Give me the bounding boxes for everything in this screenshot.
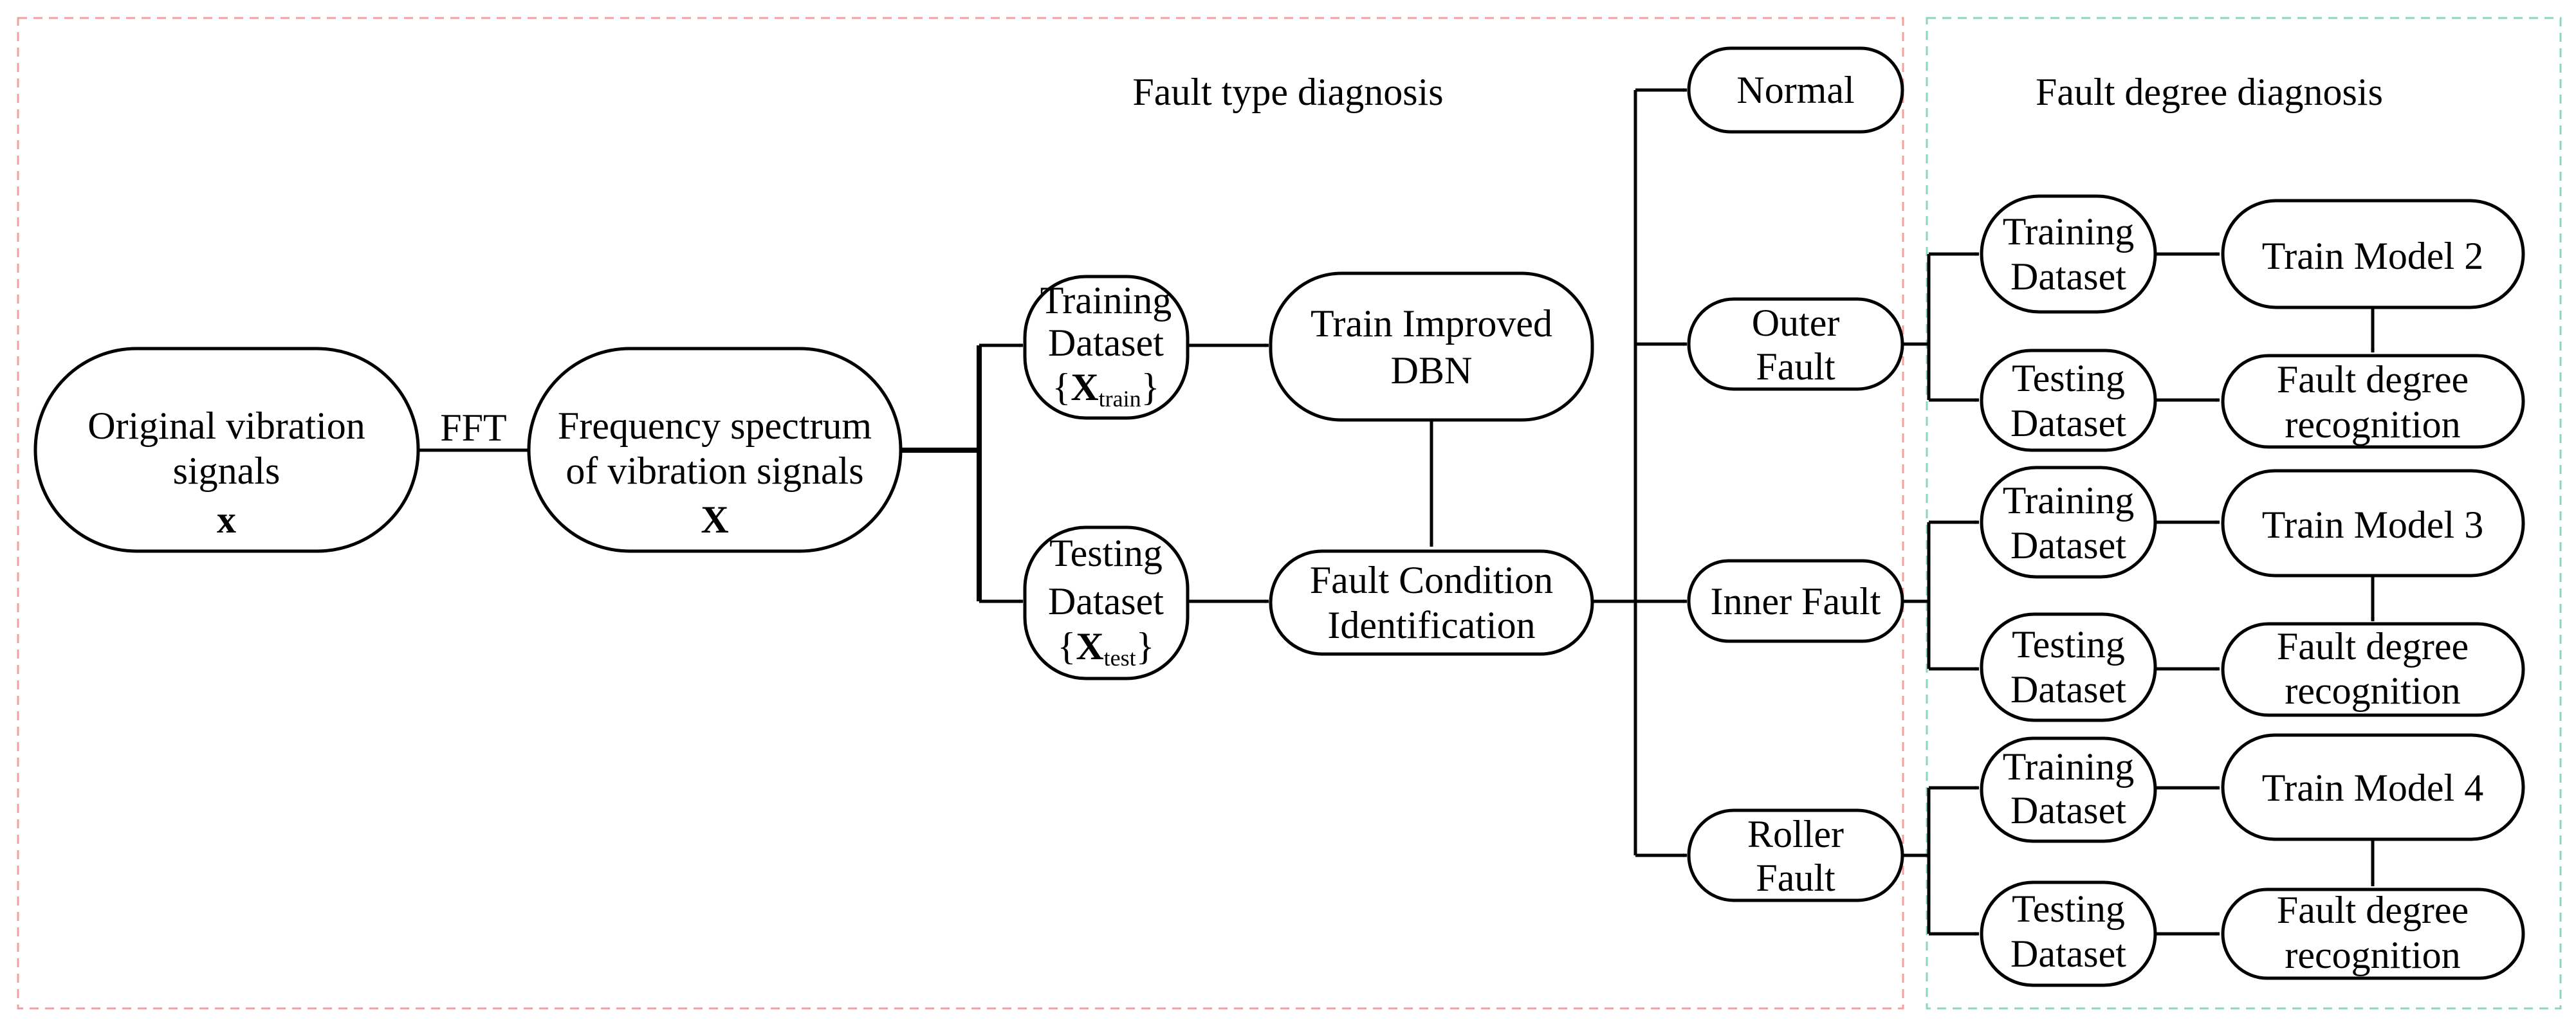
g4-testing-line1: Testing bbox=[2012, 888, 2125, 930]
g4-recognition-line1: Fault degree bbox=[2277, 889, 2469, 931]
g3-testing-line2: Dataset bbox=[2010, 668, 2126, 711]
roller-fault-line1: Roller bbox=[1747, 813, 1844, 855]
g2-testing-line1: Testing bbox=[2012, 357, 2125, 399]
g2-recognition-line2: recognition bbox=[2285, 403, 2460, 446]
g4-training-line1: Training bbox=[2003, 745, 2135, 788]
frequency-spectrum-node: Frequency spectrum of vibration signals … bbox=[527, 347, 903, 553]
g4-recognition-line2: recognition bbox=[2285, 934, 2460, 976]
g3-recognition-line1: Fault degree bbox=[2277, 625, 2469, 668]
g4-fault-degree-recognition-node: Fault degree recognition bbox=[2221, 888, 2525, 980]
roller-fault-line2: Fault bbox=[1756, 857, 1835, 899]
fault-degree-region bbox=[1926, 17, 2562, 1010]
original-signals-symbol: x bbox=[217, 498, 236, 541]
fault-type-title: Fault type diagnosis bbox=[1132, 71, 1443, 113]
outer-fault-line1: Outer bbox=[1752, 302, 1840, 344]
g4-train-model-label: Train Model 4 bbox=[2262, 767, 2483, 809]
training-dataset-line1: Training bbox=[1040, 279, 1172, 322]
fault-condition-identification-node: Fault Condition Identification bbox=[1269, 549, 1594, 656]
g3-recognition-line2: recognition bbox=[2285, 669, 2460, 712]
g3-training-line1: Training bbox=[2003, 479, 2135, 522]
g4-training-line2: Dataset bbox=[2010, 789, 2126, 832]
normal-node: Normal bbox=[1687, 46, 1904, 134]
g2-train-model-label: Train Model 2 bbox=[2262, 235, 2483, 277]
original-signals-line1: Original vibration bbox=[87, 405, 365, 447]
g2-recognition-line1: Fault degree bbox=[2277, 358, 2469, 401]
fault-degree-title: Fault degree diagnosis bbox=[2036, 71, 2383, 113]
training-set-notation: {Xtrain} bbox=[1053, 366, 1160, 412]
train-dbn-line2: DBN bbox=[1391, 349, 1473, 392]
testing-dataset-line1: Testing bbox=[1049, 532, 1163, 574]
g3-train-model-label: Train Model 3 bbox=[2262, 504, 2483, 546]
outer-fault-line2: Fault bbox=[1756, 345, 1835, 388]
g4-training-dataset-node: Training Dataset bbox=[1980, 736, 2157, 843]
g3-testing-line1: Testing bbox=[2012, 623, 2125, 666]
g4-testing-dataset-node: Testing Dataset bbox=[1980, 880, 2157, 987]
inner-fault-node: Inner Fault bbox=[1687, 559, 1904, 643]
g2-testing-line2: Dataset bbox=[2010, 402, 2126, 444]
fft-label: FFT bbox=[440, 406, 506, 449]
train-improved-dbn-node: Train Improved DBN bbox=[1269, 271, 1594, 422]
g3-train-model-node: Train Model 3 bbox=[2221, 469, 2525, 578]
training-dataset-node: Training Dataset {Xtrain} bbox=[1023, 275, 1190, 420]
g3-fault-degree-recognition-node: Fault degree recognition bbox=[2221, 622, 2525, 717]
original-signals-node: Original vibration signals x bbox=[33, 347, 420, 553]
g4-train-model-node: Train Model 4 bbox=[2221, 733, 2525, 841]
testing-dataset-line2: Dataset bbox=[1048, 580, 1164, 623]
g2-training-dataset-node: Training Dataset bbox=[1980, 194, 2157, 314]
g3-testing-dataset-node: Testing Dataset bbox=[1980, 612, 2157, 722]
roller-fault-node: Roller Fault bbox=[1687, 808, 1904, 902]
g2-testing-dataset-node: Testing Dataset bbox=[1980, 349, 2157, 452]
identification-line2: Identification bbox=[1327, 604, 1535, 646]
g3-training-dataset-node: Training Dataset bbox=[1980, 466, 2157, 579]
g2-train-model-node: Train Model 2 bbox=[2221, 199, 2525, 309]
g2-fault-degree-recognition-node: Fault degree recognition bbox=[2221, 354, 2525, 449]
frequency-spectrum-line2: of vibration signals bbox=[566, 450, 863, 492]
frequency-spectrum-symbol: X bbox=[701, 498, 728, 541]
testing-dataset-node: Testing Dataset {Xtest} bbox=[1023, 525, 1190, 680]
train-dbn-line1: Train Improved bbox=[1311, 302, 1552, 345]
g2-training-line1: Training bbox=[2003, 210, 2135, 253]
g4-testing-line2: Dataset bbox=[2010, 933, 2126, 975]
normal-label: Normal bbox=[1736, 69, 1854, 111]
testing-set-notation: {Xtest} bbox=[1058, 625, 1155, 671]
training-dataset-line2: Dataset bbox=[1048, 322, 1164, 364]
original-signals-line2: signals bbox=[173, 450, 281, 492]
g3-training-line2: Dataset bbox=[2010, 524, 2126, 567]
frequency-spectrum-line1: Frequency spectrum bbox=[558, 405, 872, 447]
outer-fault-node: Outer Fault bbox=[1687, 297, 1904, 391]
identification-line1: Fault Condition bbox=[1310, 559, 1553, 601]
fault-type-region bbox=[17, 17, 1904, 1010]
inner-fault-label: Inner Fault bbox=[1711, 580, 1881, 623]
g2-training-line2: Dataset bbox=[2010, 255, 2126, 298]
